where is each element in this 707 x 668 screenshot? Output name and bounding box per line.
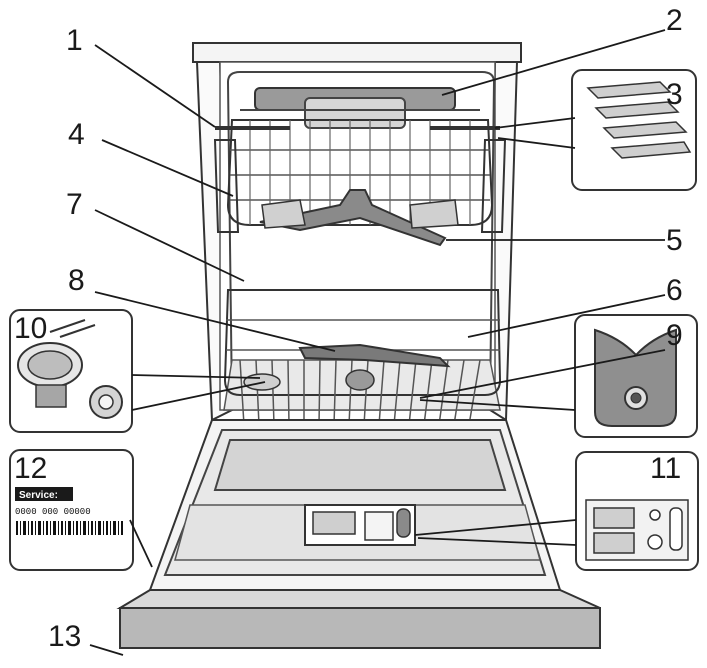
callout-13: 13 [48, 620, 81, 653]
callout-4: 4 [68, 118, 85, 151]
dishwasher-door [116, 419, 601, 649]
callout-6: 6 [666, 274, 683, 307]
inset-filter-assembly [9, 309, 133, 433]
inset-rating-label: Service: 0000 000 00000 [9, 449, 134, 571]
callout-8: 8 [68, 264, 85, 297]
callout-5: 5 [666, 224, 683, 257]
upper-basket [213, 119, 507, 247]
inset-dispenser [575, 451, 699, 571]
inset-salt-container [574, 314, 698, 438]
callout-11: 11 [650, 452, 681, 485]
callout-7: 7 [66, 188, 83, 221]
callout-2: 2 [666, 4, 683, 37]
service-label: Service: [19, 490, 58, 501]
service-code: 0000 000 00000 [15, 507, 91, 517]
callout-1: 1 [66, 24, 83, 57]
callout-numbers: 1 2 3 4 5 6 7 8 9 10 11 12 13 [14, 4, 683, 653]
callout-9: 9 [666, 319, 683, 352]
callout-12: 12 [14, 452, 47, 485]
inset-cutlery-shelf [571, 69, 697, 191]
callout-3: 3 [666, 78, 683, 111]
barcode [16, 521, 123, 535]
callout-10: 10 [14, 312, 47, 345]
leader-lines [89, 29, 666, 656]
